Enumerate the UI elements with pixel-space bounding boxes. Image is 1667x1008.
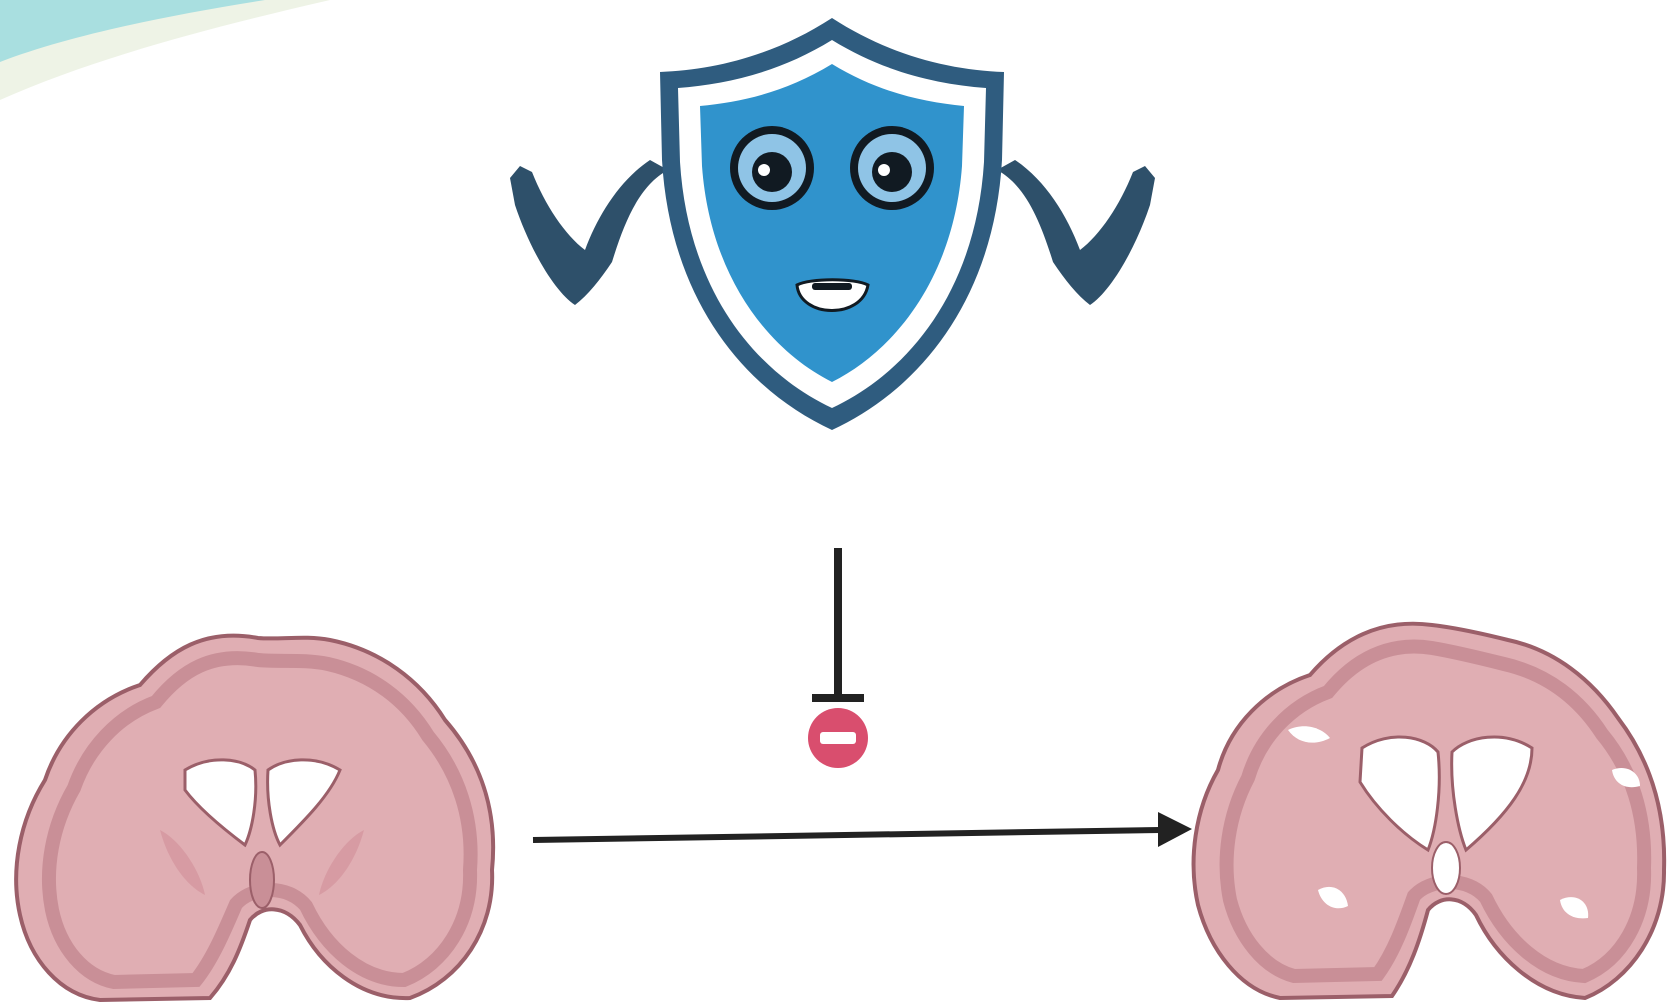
arm-left: [510, 160, 668, 305]
brain-coronal-section-icon: [16, 636, 493, 1000]
shield-mascot-icon: [510, 18, 1155, 430]
brain-coronal-section-atrophied-icon: [1194, 624, 1665, 998]
inhibition-bar-icon: [812, 548, 864, 698]
eye-right: [850, 126, 934, 210]
arrow-right-icon: [533, 812, 1192, 847]
minus-badge-icon: [808, 708, 868, 768]
eye-left: [730, 126, 814, 210]
arm-right: [997, 160, 1155, 305]
corner-wave-decoration: [0, 0, 330, 100]
